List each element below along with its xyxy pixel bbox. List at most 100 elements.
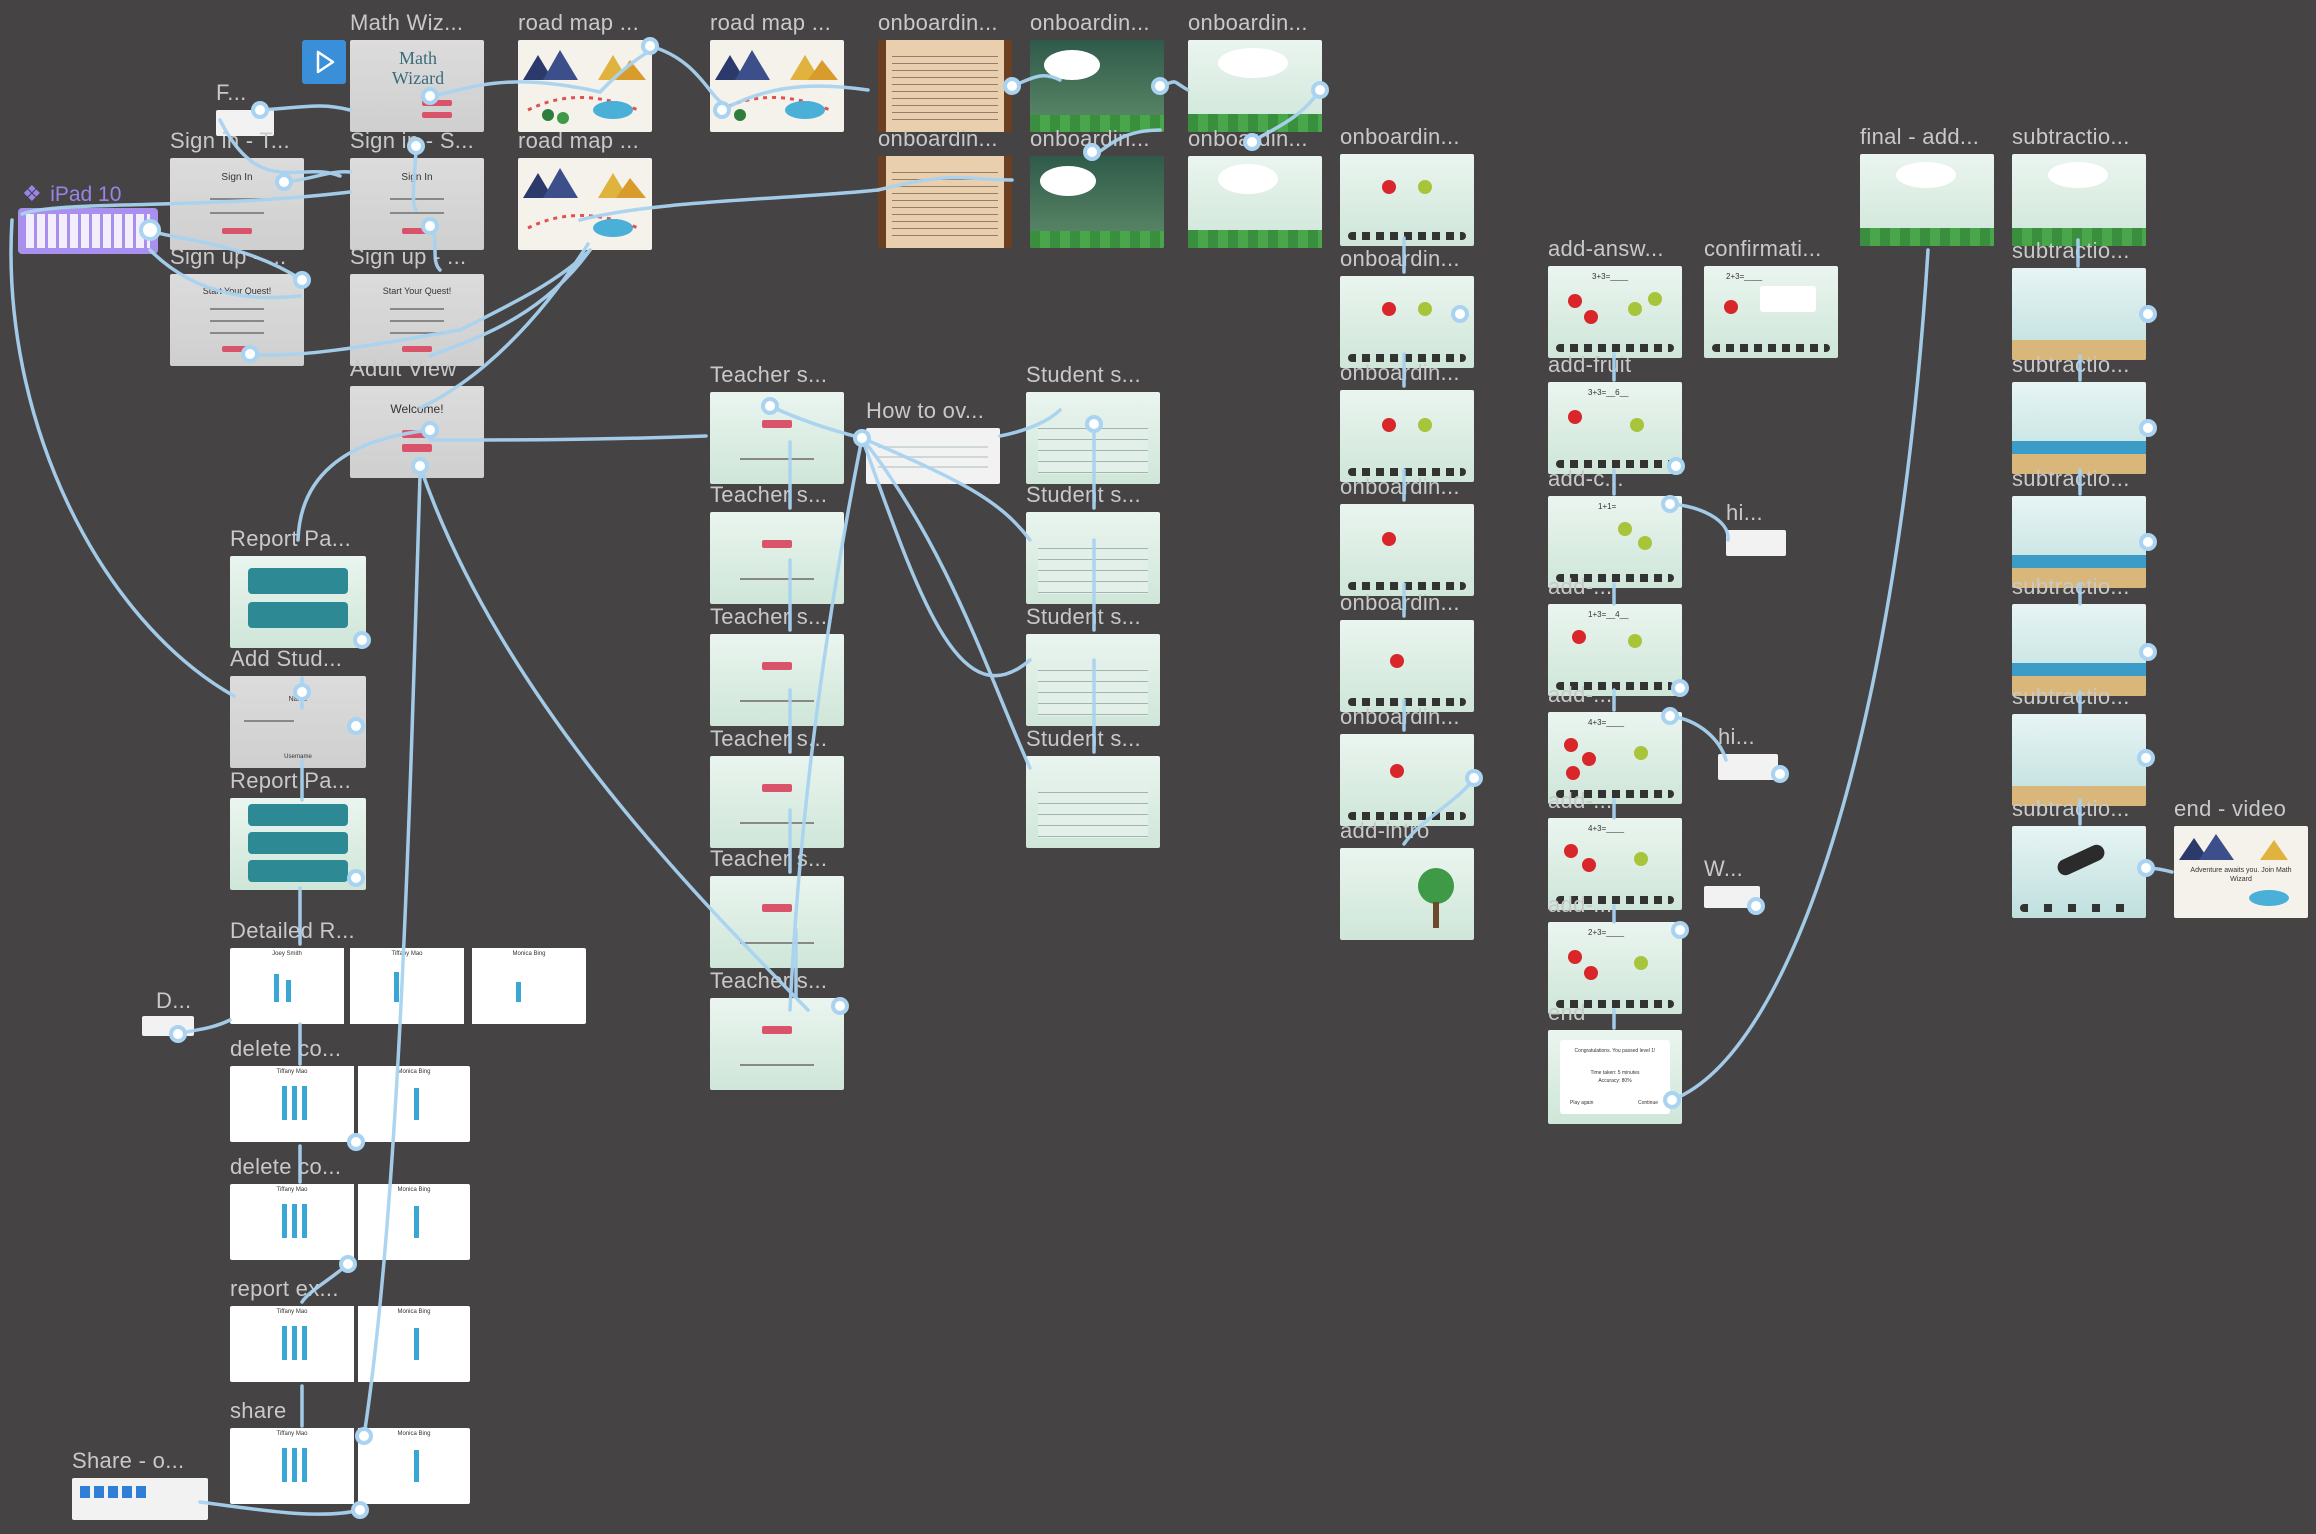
frame-road-map-2[interactable]: road map ... (710, 10, 844, 132)
frame-onboarding-r2[interactable]: onboardin... (1340, 246, 1474, 368)
frame-hint-2[interactable]: hi... (1718, 724, 1778, 780)
setting-slider[interactable] (740, 1064, 814, 1066)
frame-add-c[interactable]: add-c... 1+1= (1548, 466, 1682, 588)
start-button[interactable] (422, 100, 452, 106)
teacher-button[interactable] (402, 444, 432, 452)
frame-subtraction-5[interactable]: subtractio... (2012, 574, 2146, 696)
frame-share-options[interactable]: Share - o... (72, 1448, 208, 1520)
parent-button[interactable] (402, 430, 432, 438)
class-button[interactable] (762, 540, 792, 548)
frame-w-small[interactable]: W... (1704, 856, 1760, 908)
frame-subtraction-2[interactable]: subtractio... (2012, 238, 2146, 360)
password-field[interactable] (210, 212, 264, 214)
frame-student-3[interactable]: Student s... (1026, 604, 1160, 726)
frame-student-1[interactable]: Student s... (1026, 362, 1160, 484)
confirm-dialog[interactable] (1760, 286, 1816, 312)
frame-onboarding-r1[interactable]: onboardin... (1340, 124, 1474, 246)
frame-report-page-1[interactable]: Report Pa... (230, 526, 366, 648)
child-card[interactable] (248, 832, 348, 854)
frame-how-to-overview[interactable]: How to ov... (866, 398, 1000, 484)
username-field[interactable] (390, 198, 444, 200)
frame-subtraction-6[interactable]: subtractio... (2012, 684, 2146, 806)
frame-teacher-3[interactable]: Teacher s... (710, 604, 844, 726)
frame-onboarding-r3[interactable]: onboardin... (1340, 360, 1474, 482)
frame-adult-view[interactable]: Adult View Welcome! (350, 356, 484, 478)
keyboard-component[interactable] (18, 208, 158, 254)
device-label[interactable]: ❖ iPad 10 (22, 182, 121, 208)
frame-onboarding-5[interactable]: onboardin... (1030, 126, 1164, 248)
username-field[interactable] (210, 198, 264, 200)
frame-add-answer[interactable]: add-answ... 3+3=____ (1548, 236, 1682, 358)
frame-add-student[interactable]: Add Stud... Name Username (230, 646, 366, 768)
frame-teacher-4[interactable]: Teacher s... (710, 726, 844, 848)
frame-onboarding-r4[interactable]: onboardin... (1340, 474, 1474, 596)
frame-sign-in-student[interactable]: Sign in - S... Sign In (350, 128, 484, 250)
frame-math-wizard[interactable]: Math Wiz... Math Wizard (350, 10, 484, 132)
frame-report-export[interactable]: report ex... Tiffany Mao Monica Bing (230, 1276, 470, 1382)
password-field[interactable] (390, 332, 444, 334)
password-field[interactable] (210, 332, 264, 334)
frame-add-6[interactable]: add-... 4+3=____ (1548, 788, 1682, 910)
frame-sign-in-teacher[interactable]: Sign in - T... Sign In (170, 128, 304, 250)
frame-teacher-5[interactable]: Teacher s... (710, 846, 844, 968)
child-card[interactable] (248, 602, 348, 628)
frame-detailed-report[interactable]: Detailed R... Joey Smith Tiffany Mao Mon… (230, 918, 586, 1024)
frame-d-small[interactable]: D... (142, 988, 194, 1036)
frame-delete-confirm-1[interactable]: delete co... Tiffany Mao Monica Bing (230, 1036, 470, 1142)
name-field[interactable] (210, 308, 264, 310)
frame-share[interactable]: share Tiffany Mao Monica Bing (230, 1398, 470, 1504)
class-button[interactable] (762, 420, 792, 428)
frame-onboarding-4[interactable]: onboardin... (878, 126, 1012, 248)
frame-subtraction-4[interactable]: subtractio... (2012, 466, 2146, 588)
frame-onboarding-3[interactable]: onboardin... (1188, 10, 1322, 132)
frame-add-intro[interactable]: add-intro (1340, 818, 1474, 940)
frame-subtraction-1[interactable]: subtractio... (2012, 124, 2146, 246)
setting-slider[interactable] (740, 578, 814, 580)
frame-end-screen[interactable]: end Congratulations. You passed level 1!… (1548, 1000, 1682, 1124)
play-again-button[interactable]: Play again (1570, 1100, 1594, 1106)
frame-end-video[interactable]: end - video Adventure awaits you. Join M… (2174, 796, 2308, 918)
frame-onboarding-2[interactable]: onboardin... (1030, 10, 1164, 132)
sign-in-button[interactable] (222, 228, 252, 234)
frame-add-fruit[interactable]: add-fruit 3+3=__6__ (1548, 352, 1682, 474)
frame-road-map-1[interactable]: road map ... (518, 10, 652, 132)
continue-button[interactable]: Continue (1637, 1100, 1658, 1106)
email-field[interactable] (210, 320, 264, 322)
setting-slider[interactable] (740, 822, 814, 824)
name-field[interactable] (390, 308, 444, 310)
frame-student-2[interactable]: Student s... (1026, 482, 1160, 604)
frame-onboarding-1[interactable]: onboardin... (878, 10, 1012, 132)
frame-final-add[interactable]: final - add... (1860, 124, 1994, 246)
frame-onboarding-6[interactable]: onboardin... (1188, 126, 1322, 248)
play-prototype-button[interactable] (302, 40, 346, 84)
frame-teacher-6[interactable]: Teacher s... (710, 968, 844, 1090)
child-card[interactable] (248, 804, 348, 826)
frame-add-4[interactable]: add-... 1+3=__4__ (1548, 574, 1682, 696)
setting-slider[interactable] (740, 458, 814, 460)
sign-up-button[interactable] (222, 346, 252, 352)
frame-road-map-3[interactable]: road map ... (518, 128, 652, 250)
login-button[interactable] (422, 112, 452, 118)
password-field[interactable] (390, 212, 444, 214)
frame-report-page-2[interactable]: Report Pa... (230, 768, 366, 890)
child-card[interactable] (248, 568, 348, 594)
frame-confirmation[interactable]: confirmati... 2+3=____ (1704, 236, 1838, 358)
frame-subtraction-3[interactable]: subtractio... (2012, 352, 2146, 474)
frame-teacher-1[interactable]: Teacher s... (710, 362, 844, 484)
frame-onboarding-r6[interactable]: onboardin... (1340, 704, 1474, 826)
frame-add-7[interactable]: add-... 2+3=____ (1548, 892, 1682, 1014)
class-select[interactable] (244, 720, 294, 722)
frame-onboarding-r5[interactable]: onboardin... (1340, 590, 1474, 712)
class-button[interactable] (762, 1026, 792, 1034)
child-card[interactable] (248, 860, 348, 882)
setting-slider[interactable] (740, 942, 814, 944)
frame-student-4[interactable]: Student s... (1026, 726, 1160, 848)
sign-in-button[interactable] (402, 228, 432, 234)
class-button[interactable] (762, 784, 792, 792)
frame-teacher-2[interactable]: Teacher s... (710, 482, 844, 604)
setting-slider[interactable] (740, 700, 814, 702)
frame-add-5[interactable]: add-... 4+3=____ (1548, 682, 1682, 804)
class-button[interactable] (762, 904, 792, 912)
frame-hint-1[interactable]: hi... (1726, 500, 1786, 556)
